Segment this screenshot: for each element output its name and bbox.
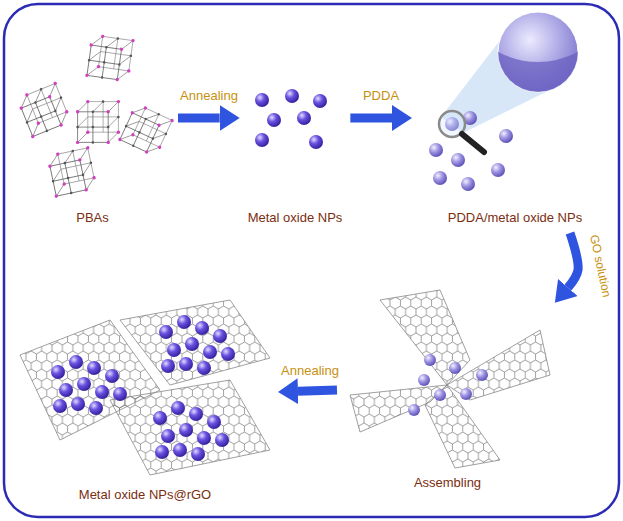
process-arrow (350, 114, 392, 123)
nanoparticle (309, 135, 323, 149)
nanoparticle-cluster (159, 315, 235, 375)
nanoparticle (418, 374, 430, 386)
nanoparticle (424, 354, 436, 366)
step-label: Annealing (178, 88, 240, 103)
graphene-sheet (350, 385, 447, 432)
nanoparticle-cluster (153, 401, 229, 461)
nanoparticle (449, 362, 461, 374)
nanoparticle (499, 129, 513, 143)
step-label: PDDA (361, 88, 401, 103)
process-arrow (568, 233, 578, 288)
pba-cube (118, 102, 175, 159)
nanoparticle (491, 163, 505, 177)
step-label: GO solution (586, 231, 615, 300)
stage-caption: Assembling (414, 475, 481, 491)
nanoparticle (451, 153, 465, 167)
nanoparticle (267, 113, 281, 127)
stage-caption: PBAs (76, 210, 109, 226)
stage-node: Metal oxide NPs@rGO (15, 300, 275, 507)
nanoparticle (313, 94, 327, 108)
pba-cube (15, 81, 73, 139)
graphene-sheet (380, 290, 470, 385)
nanoparticle (460, 388, 472, 400)
pba-cube (46, 146, 98, 198)
nanoparticle (255, 133, 269, 147)
stage-node: PBAs (10, 25, 175, 230)
stage-node: PDDA/metal oxide NPs (415, 85, 615, 230)
nanoparticle (434, 389, 446, 401)
nanoparticle (285, 89, 299, 103)
rgo-sheet (120, 300, 270, 385)
stage-caption: Metal oxide NPs (248, 210, 343, 226)
nanoparticle (255, 93, 269, 107)
nanoparticle (408, 404, 420, 416)
graphene-sheet (425, 385, 500, 468)
magnifier-handle (462, 134, 484, 152)
step-label: Annealing (279, 363, 341, 378)
pba-cube (85, 33, 135, 83)
stage-node: Metal oxide NPs (243, 85, 348, 230)
nanoparticles-on-rgo (20, 300, 270, 475)
coated-nanoparticles (429, 12, 578, 191)
graphene-sheet (447, 330, 550, 400)
metal-oxide-nanoparticles (255, 89, 327, 149)
assembling-sheets (350, 290, 550, 468)
pba-cube (76, 100, 120, 144)
process-arrow (298, 390, 337, 391)
pba-cubes (15, 33, 174, 198)
process-arrow (178, 114, 220, 123)
frame (4, 4, 619, 517)
zoom-sphere (498, 12, 578, 92)
stage-node: Assembling (340, 285, 555, 495)
nanoparticle-cluster (51, 355, 127, 415)
stage-caption: Metal oxide NPs@rGO (79, 487, 211, 503)
rgo-sheet (110, 380, 270, 475)
nanoparticle (429, 143, 443, 157)
nanoparticle (476, 369, 488, 381)
nanoparticle (297, 111, 311, 125)
zoom-sphere-core (498, 52, 578, 92)
nanoparticle (433, 171, 447, 185)
nanoparticle (461, 177, 475, 191)
stage-caption: PDDA/metal oxide NPs (448, 210, 582, 226)
